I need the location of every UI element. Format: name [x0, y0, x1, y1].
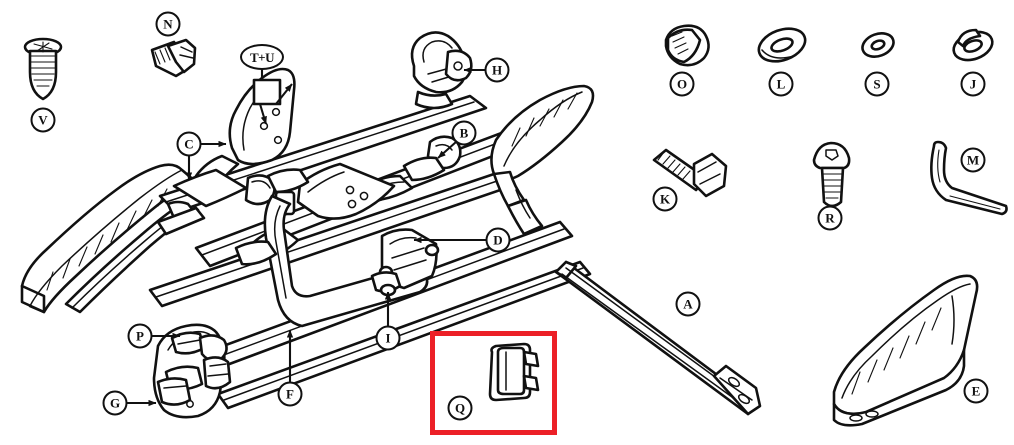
callout-l: L	[768, 71, 794, 97]
part-V-pan-head-phillips-screw	[23, 37, 63, 101]
callout-label-text: S	[864, 71, 890, 97]
callout-c: C	[176, 131, 202, 157]
callout-e: E	[963, 378, 989, 404]
callout-v: V	[30, 107, 56, 133]
callout-q: Q	[447, 395, 473, 421]
callout-label-text: I	[375, 325, 401, 351]
part-M-hex-allen-wrench	[930, 140, 1008, 216]
part-O-plastic-end-knob	[664, 24, 710, 67]
callout-label-text: J	[960, 71, 986, 97]
part-PG-hitch-clamp	[152, 323, 232, 419]
callout-k: K	[652, 186, 678, 212]
callout-j: J	[960, 71, 986, 97]
callout-label-text: M	[960, 147, 986, 173]
callout-label-text: F	[277, 381, 303, 407]
callout-label-text: Q	[447, 395, 473, 421]
callout-label-text: G	[102, 390, 128, 416]
callout-p: P	[127, 323, 153, 349]
part-R-button-head-socket-screw	[812, 141, 851, 208]
callout-label-text: C	[176, 131, 202, 157]
leader-lines	[126, 66, 487, 407]
main-assembly-right-tray	[490, 84, 595, 236]
callout-label-text: A	[675, 291, 701, 317]
part-S-small-flat-washer	[861, 32, 895, 58]
callout-f: F	[277, 381, 303, 407]
part-H-upper-clamp-knuckle	[410, 31, 473, 110]
callout-n: N	[155, 11, 181, 37]
callout-d: D	[485, 227, 511, 253]
callout-g: G	[102, 390, 128, 416]
part-N-hex-flange-bolt	[150, 38, 197, 78]
callout-label-text: H	[484, 57, 510, 83]
part-L-large-flat-washer	[757, 27, 807, 63]
part-K-hex-head-bolt	[652, 148, 728, 198]
callout-label-text: T+U	[240, 44, 284, 70]
callout-h: H	[484, 57, 510, 83]
callout-o: O	[669, 71, 695, 97]
callout-label-text: L	[768, 71, 794, 97]
part-E-right-wheel-tray-ramp	[832, 274, 979, 427]
callout-b: B	[451, 120, 477, 146]
callout-label-text: D	[485, 227, 511, 253]
callout-a: A	[675, 291, 701, 317]
part-J-split-lock-washer	[952, 28, 994, 62]
callout-i: I	[375, 325, 401, 351]
callout-label-text: O	[669, 71, 695, 97]
callout-label-text: E	[963, 378, 989, 404]
callout-label-text: K	[652, 186, 678, 212]
callout-t-plus-u: T+U	[240, 44, 284, 70]
q-part-highlight-box	[430, 331, 557, 435]
part-I-lower-bracket-pin	[370, 271, 402, 297]
callout-s: S	[864, 71, 890, 97]
callout-label-text: V	[30, 107, 56, 133]
callout-label-text: B	[451, 120, 477, 146]
callout-r: R	[817, 205, 843, 231]
callout-label-text: N	[155, 11, 181, 37]
callout-label-text: P	[127, 323, 153, 349]
callout-m: M	[960, 147, 986, 173]
callout-label-text: R	[817, 205, 843, 231]
part-A-telescoping-square-tube	[554, 260, 762, 416]
part-Q-square-end-cap	[488, 342, 540, 402]
